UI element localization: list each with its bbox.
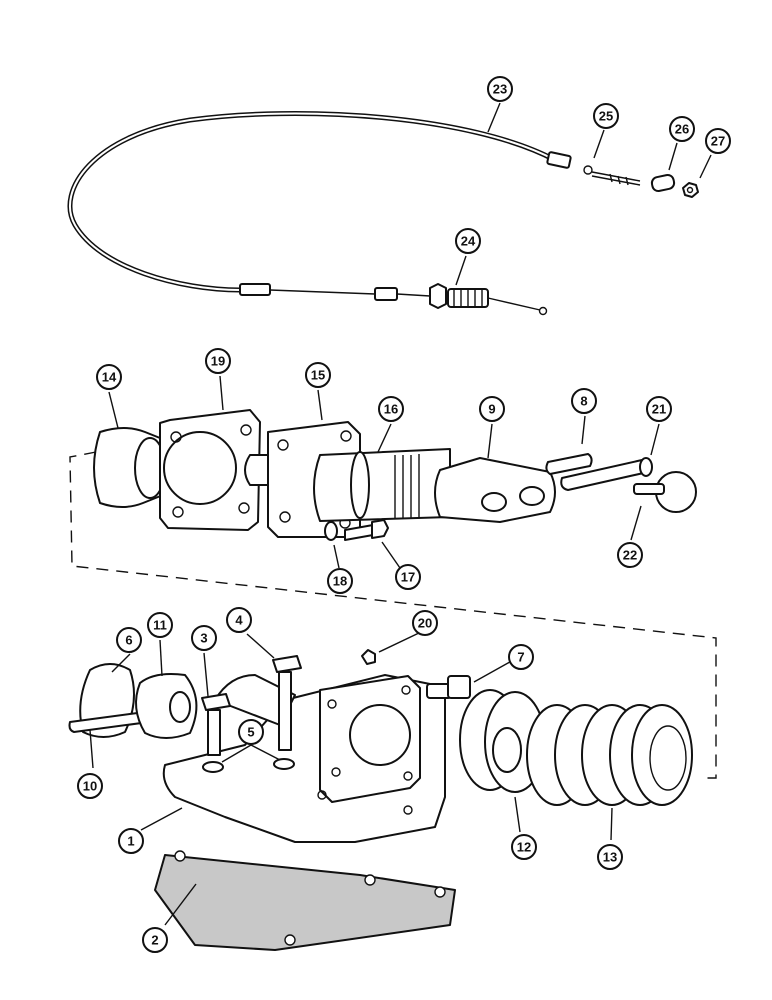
svg-text:4: 4: [235, 613, 243, 628]
callout-26: 26: [669, 116, 695, 142]
callout-17: 17: [395, 564, 421, 590]
grease-nipple-20: [361, 649, 376, 665]
bush-26: [650, 173, 676, 193]
callout-9: 9: [479, 396, 505, 422]
washer-5: [202, 758, 295, 773]
callout-5: 5: [238, 719, 264, 745]
svg-text:2: 2: [151, 933, 158, 948]
callout-18: 18: [327, 568, 353, 594]
svg-text:9: 9: [488, 402, 495, 417]
retaining-clip-22: [633, 471, 697, 513]
switch-7: [426, 675, 471, 699]
svg-text:3: 3: [200, 631, 207, 646]
callout-24: 24: [455, 228, 481, 254]
callout-19: 19: [205, 348, 231, 374]
callout-14: 14: [96, 364, 122, 390]
svg-text:8: 8: [580, 394, 587, 409]
bolt-4: [272, 655, 302, 751]
svg-text:1: 1: [127, 834, 134, 849]
callout-16: 16: [378, 396, 404, 422]
spring-13: [526, 704, 693, 806]
callout-27: 27: [705, 128, 731, 154]
washer-12: [459, 689, 546, 793]
callout-10: 10: [77, 773, 103, 799]
svg-text:24: 24: [461, 234, 476, 249]
callout-22: 22: [617, 542, 643, 568]
bolt-17: [344, 519, 389, 541]
svg-text:13: 13: [603, 850, 617, 865]
callout-2: 2: [142, 927, 168, 953]
callout-7: 7: [508, 644, 534, 670]
collar-11: [135, 673, 198, 739]
svg-text:6: 6: [125, 633, 132, 648]
callout-4: 4: [226, 607, 252, 633]
callout-21: 21: [646, 396, 672, 422]
callout-8: 8: [571, 388, 597, 414]
svg-text:15: 15: [311, 368, 325, 383]
callout-15: 15: [305, 362, 331, 388]
fork-9: [434, 457, 556, 523]
svg-text:20: 20: [418, 616, 432, 631]
callout-11: 11: [147, 612, 173, 638]
control-cable: [67, 111, 641, 316]
svg-text:11: 11: [153, 618, 167, 633]
svg-text:18: 18: [333, 574, 347, 589]
callout-20: 20: [412, 610, 438, 636]
callout-6: 6: [116, 627, 142, 653]
leader-lines: [89, 102, 712, 926]
washer-18: [324, 521, 338, 541]
svg-text:14: 14: [102, 370, 117, 385]
svg-text:27: 27: [711, 134, 725, 149]
shaft-16: [313, 448, 451, 522]
callout-1: 1: [118, 828, 144, 854]
gasket-2: [154, 850, 456, 951]
svg-text:16: 16: [384, 402, 398, 417]
pin-8: [545, 453, 593, 475]
svg-text:5: 5: [247, 725, 254, 740]
svg-text:12: 12: [517, 840, 531, 855]
svg-text:17: 17: [401, 570, 415, 585]
svg-text:10: 10: [83, 779, 97, 794]
svg-text:23: 23: [493, 82, 507, 97]
svg-text:22: 22: [623, 548, 637, 563]
housing-1: [162, 674, 446, 843]
svg-text:19: 19: [211, 354, 225, 369]
callout-25: 25: [593, 103, 619, 129]
callout-12: 12: [511, 834, 537, 860]
callout-13: 13: [597, 844, 623, 870]
svg-text:21: 21: [652, 402, 666, 417]
svg-text:25: 25: [599, 109, 613, 124]
svg-text:7: 7: [517, 650, 524, 665]
bush-14: [93, 427, 171, 508]
callout-3: 3: [191, 625, 217, 651]
callout-23: 23: [487, 76, 513, 102]
bolt-3: [201, 693, 231, 756]
clevis-pin-21: [560, 457, 653, 491]
gasket-19: [159, 409, 261, 531]
nut-27: [682, 182, 699, 198]
svg-text:26: 26: [675, 122, 689, 137]
